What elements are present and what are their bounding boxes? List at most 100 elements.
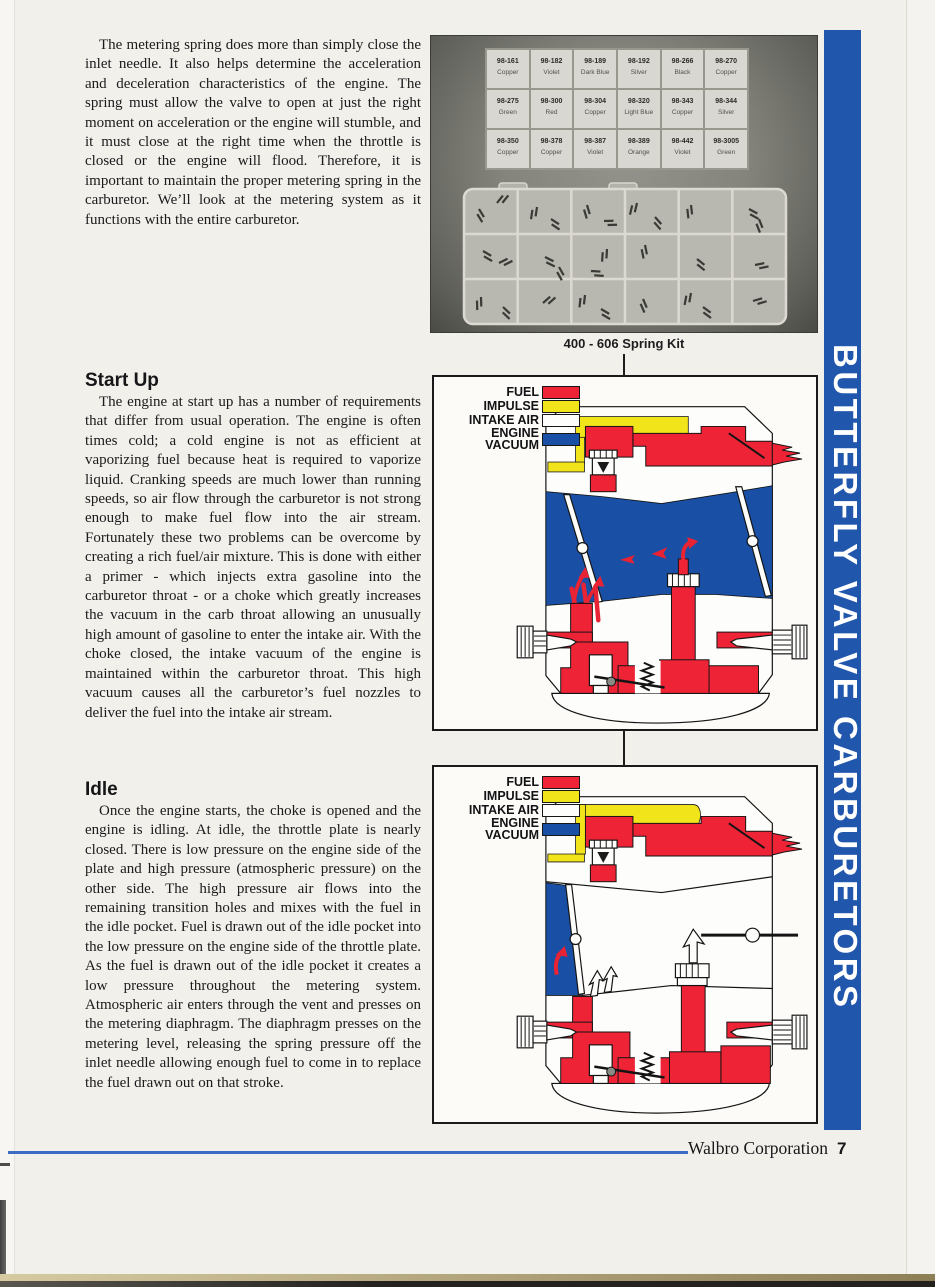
mixture-screw-left [516,625,578,659]
legend-label: ENGINE VACUUM [485,426,539,452]
spring-color: Copper [715,69,737,76]
part-number: 98-389 [627,138,650,145]
spring-color: Violet [543,69,560,76]
spring-color: Orange [627,149,650,156]
scan-edge-dark-strip [0,1281,935,1287]
part-number: 98-320 [627,98,650,105]
part-number: 98-343 [671,98,694,105]
mixture-screw-left [516,1015,578,1049]
page-left-edge [0,0,15,1274]
figure-startup-carburetor: FUEL IMPULSE INTAKE AIR ENGINE VACUUM [432,375,818,731]
spring-color: Dark Blue [580,69,610,76]
legend-row: FUEL [442,776,580,789]
legend-row: IMPULSE [442,790,580,803]
part-number: 98-270 [715,58,738,65]
scan-edge-tan-strip [0,1274,935,1281]
section-heading-idle: Idle [85,779,118,800]
scan-edge-left-bottom [0,1200,6,1287]
section-body-idle: Once the engine starts, the choke is ope… [85,803,421,1091]
footer-company: Walbro Corporation [688,1138,829,1158]
figure-idle-carburetor: FUEL IMPULSE INTAKE AIR ENGINE VACUUM [432,765,818,1124]
mixture-screw-right [729,624,808,660]
impulse-swatch [542,790,580,803]
intro-paragraph: The metering spring does more than simpl… [85,37,421,228]
legend-label: INTAKE AIR [468,412,539,427]
legend-label: INTAKE AIR [468,802,539,817]
footer-rule [8,1151,688,1154]
part-number: 98-182 [540,58,563,65]
spring-color: Silver [718,109,735,116]
page-right-edge-line [906,0,907,1274]
footer: Walbro Corporation 7 [688,1138,868,1159]
part-number: 98-275 [496,98,519,105]
legend-row: INTAKE AIR [442,804,580,817]
intake-air-swatch [542,414,580,427]
page-right-margin [907,0,935,1274]
spring-color: Copper [497,69,519,76]
impulse-swatch [542,400,580,413]
spring-color: Copper [584,109,606,116]
part-number: 98-378 [540,138,563,145]
figure-legend: FUEL IMPULSE INTAKE AIR ENGINE VACUUM [442,386,580,452]
legend-label: IMPULSE [483,788,539,803]
intake-air-swatch [542,804,580,817]
section-body-startup: The engine at start up has a number of r… [85,394,421,721]
legend-row: ENGINE VACUUM [442,426,580,452]
fuel-swatch [542,776,580,789]
legend-label: ENGINE VACUUM [485,816,539,842]
part-number: 98-387 [584,138,607,145]
part-number: 98-189 [584,58,607,65]
legend-row: ENGINE VACUUM [442,816,580,842]
spring-color: Violet [674,149,691,156]
part-number: 98-161 [496,58,519,65]
figure-legend: FUEL IMPULSE INTAKE AIR ENGINE VACUUM [442,776,580,842]
spring-color: Violet [587,149,604,156]
spring-color: Copper [497,149,519,156]
figure-connector-line [623,354,625,375]
spring-color: Green [717,149,736,156]
fuel-swatch [542,386,580,399]
legend-row: INTAKE AIR [442,414,580,427]
part-number: 98-350 [496,138,519,145]
carburetor-cross-section-idle [516,796,808,1114]
carburetor-cross-section-startup [516,406,808,724]
part-number: 98-192 [627,58,650,65]
spring-color: Copper [540,149,563,156]
engine-vacuum-swatch [542,433,580,446]
legend-row: IMPULSE [442,400,580,413]
legend-row: FUEL [442,386,580,399]
chapter-side-banner: BUTTERFLY VALVE CARBURETORS [824,30,864,1130]
spring-box-image [462,182,788,326]
part-number: 98-3005 [713,138,740,145]
spring-color: Black [674,69,691,76]
banner-title: BUTTERFLY VALVE CARBURETORS [827,344,864,1011]
legend-label: FUEL [506,384,539,399]
part-number: 98-300 [540,98,563,105]
legend-label: FUEL [506,774,539,789]
part-number: 98-304 [584,98,607,105]
spring-color: Silver [630,69,647,76]
page-number: 7 [837,1139,847,1158]
mixture-screw-right [729,1014,808,1050]
figure-connector-line [623,731,625,765]
spring-color: Copper [671,109,694,116]
spring-color: Red [545,109,558,116]
spring-color: Light Blue [624,109,654,116]
legend-label: IMPULSE [483,398,539,413]
